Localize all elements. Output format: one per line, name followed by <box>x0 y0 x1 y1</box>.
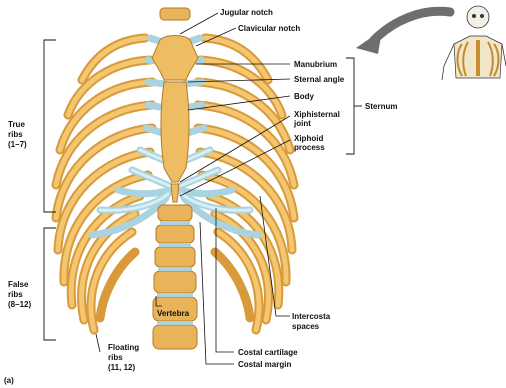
label-clavicular-notch: Clavicular notch <box>238 24 300 33</box>
sternal-body <box>161 82 189 182</box>
label-floating-ribs-2: ribs <box>108 353 123 362</box>
label-true-ribs-3: (1–7) <box>8 140 27 149</box>
label-floating-ribs-3: (11, 12) <box>108 363 135 372</box>
label-body: Body <box>294 92 315 101</box>
label-costal-cartilage: Costal cartilage <box>238 348 298 357</box>
curved-arrow-icon <box>356 11 450 54</box>
label-intercostal-spaces-2: spaces <box>292 322 320 331</box>
label-xiphoid-process-1: Xiphoid <box>294 134 323 143</box>
manubrium <box>152 36 198 81</box>
label-floating-ribs-1: Floating <box>108 343 139 352</box>
label-costal-margin: Costal margin <box>238 360 291 369</box>
label-xiphoid-process-2: process <box>294 143 325 152</box>
label-false-ribs-1: False <box>8 280 29 289</box>
label-xiphisternal-joint-2: joint <box>293 119 311 128</box>
label-jugular-notch: Jugular notch <box>220 8 273 17</box>
orientation-skeleton-icon <box>442 6 506 80</box>
label-true-ribs-2: ribs <box>8 130 23 139</box>
rib-cage <box>56 8 294 349</box>
label-vertebra: Vertebra <box>157 309 190 318</box>
label-manubrium: Manubrium <box>294 60 337 69</box>
label-true-ribs-1: True <box>8 120 25 129</box>
label-xiphisternal-joint-1: Xiphisternal <box>294 110 340 119</box>
label-sternal-angle: Sternal angle <box>294 75 345 84</box>
label-intercostal-spaces-1: Intercosta <box>292 312 331 321</box>
sternum <box>152 36 198 203</box>
label-sternum: Sternum <box>365 102 397 111</box>
label-false-ribs-2: ribs <box>8 290 23 299</box>
label-false-ribs-3: (8–12) <box>8 300 31 309</box>
sternum-bracket <box>346 58 354 154</box>
panel-label: (a) <box>4 376 14 385</box>
xiphoid-process <box>171 184 179 202</box>
